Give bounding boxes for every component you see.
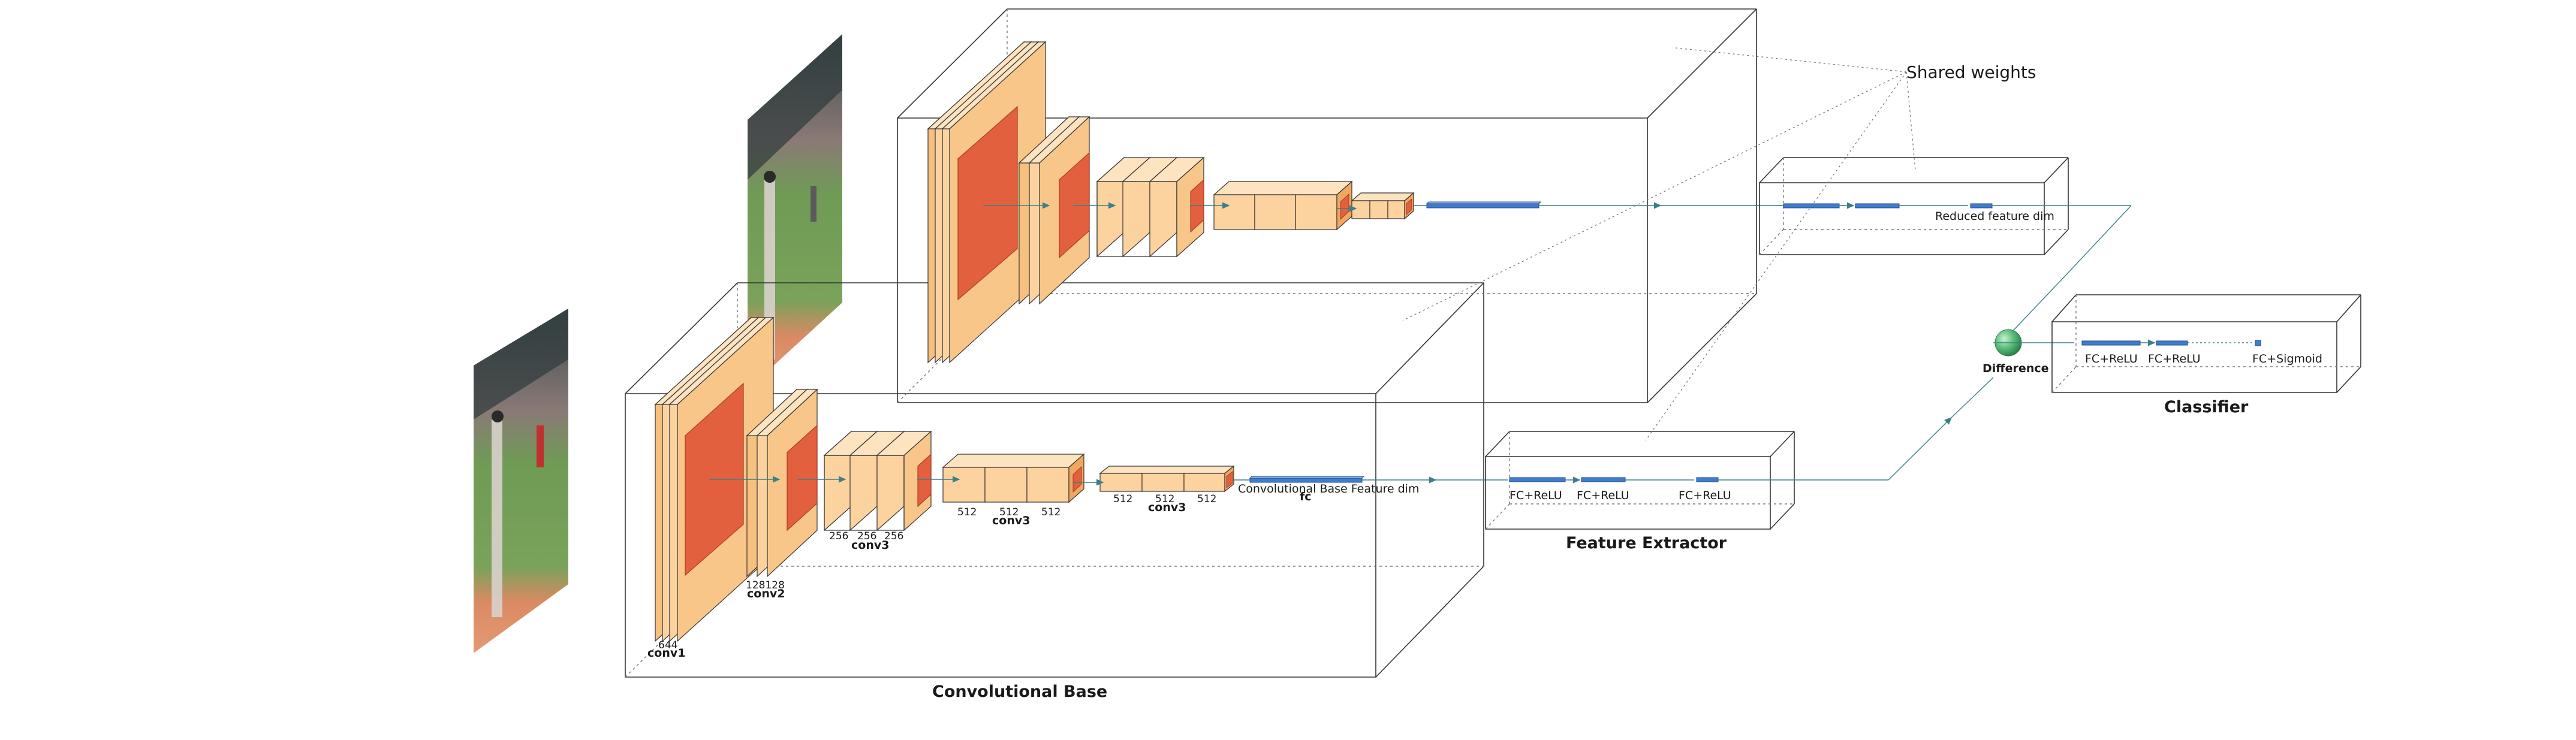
lower-fc-block xyxy=(1249,476,1365,483)
feature-extractor-title: Feature Extractor xyxy=(1566,534,1727,552)
lower-conv3a-pool xyxy=(917,453,932,508)
shared-weights-connectors xyxy=(1402,47,1916,441)
lower-conv3a-block xyxy=(823,430,932,531)
conv3b-name-label: conv3 xyxy=(992,514,1030,527)
conv3c-filter-1: 512 xyxy=(1113,493,1132,505)
conv-base-box-upper xyxy=(897,8,1757,403)
feature-extractor-layer-3: FC+ReLU xyxy=(1679,489,1731,502)
feature-extractor-layer-1: FC+ReLU xyxy=(1510,489,1562,502)
lower-branch-flow xyxy=(709,476,1508,486)
lower-conv3c-block xyxy=(1099,465,1235,493)
conv3b-filter-2: 512 xyxy=(999,506,1019,518)
shared-weights-label: Shared weights xyxy=(1906,62,2036,82)
conv1-name-label: conv1 xyxy=(647,647,685,660)
classifier-layer-3: FC+Sigmoid xyxy=(2252,352,2322,366)
upper-conv1-pool xyxy=(957,105,1018,301)
upper-fc-block xyxy=(1426,201,1542,209)
fc-caption: Convolutional Base Feature dim xyxy=(1238,482,1419,496)
feature-extractor-flow-lower xyxy=(1565,377,1994,484)
upper-conv3b-block xyxy=(1213,180,1353,231)
fc-name-label: fc xyxy=(1300,490,1312,503)
classifier-box xyxy=(2051,294,2361,393)
feature-extractor-box-upper xyxy=(1759,157,2069,255)
upper-conv3c-block xyxy=(1351,192,1415,220)
difference-label: Difference xyxy=(1983,362,2049,375)
classifier-layer-2: FC+ReLU xyxy=(2148,352,2201,366)
classifier-box-dotted xyxy=(2051,295,2361,393)
conv3a-filter-3: 256 xyxy=(884,530,903,542)
conv1-filters-label: 644 xyxy=(658,639,677,651)
feature-extractor-box-lower-dotted xyxy=(1485,431,1794,530)
conv3c-filter-3: 512 xyxy=(1197,493,1216,505)
feature-extractor-layer-2: FC+ReLU xyxy=(1577,489,1629,502)
lower-conv3b-block xyxy=(942,453,1085,503)
convolutional-base-title: Convolutional Base xyxy=(932,682,1107,701)
conv2-filters-label: 128128 xyxy=(746,579,785,591)
conv3a-filter-2: 256 xyxy=(857,530,876,542)
conv3c-name-label: conv3 xyxy=(1148,501,1186,514)
classifier-layer-1: FC+ReLU xyxy=(2085,352,2138,366)
upper-conv3c-pool xyxy=(1406,198,1412,216)
conv-base-box-lower xyxy=(625,282,1484,678)
feature-extractor-box-lower xyxy=(1485,431,1795,530)
input-image-lower xyxy=(474,309,568,653)
feature-extractor-box-upper-dotted xyxy=(1759,158,2068,255)
conv3b-filter-3: 512 xyxy=(1041,506,1060,518)
lower-conv2-pool xyxy=(787,424,818,531)
conv3a-filter-1: 256 xyxy=(829,530,848,542)
conv2-name-label: conv2 xyxy=(747,587,785,600)
lower-conv3b-pool xyxy=(1072,466,1082,493)
input-image-upper xyxy=(748,34,842,389)
conv3b-filter-1: 512 xyxy=(957,506,977,518)
upper-conv3b-pool xyxy=(1340,193,1349,221)
feature-extractor-flow-upper xyxy=(1839,202,2132,333)
upper-conv3a-block xyxy=(1096,156,1205,258)
conv3c-filter-2: 512 xyxy=(1155,493,1174,505)
classifier-title: Classifier xyxy=(2164,398,2249,416)
lower-conv3c-pool xyxy=(1226,470,1233,489)
conv3a-name-label: conv3 xyxy=(851,539,889,552)
upper-branch-flow xyxy=(983,202,1783,212)
reduced-feature-dim-label: Reduced feature dim xyxy=(1935,210,2054,223)
